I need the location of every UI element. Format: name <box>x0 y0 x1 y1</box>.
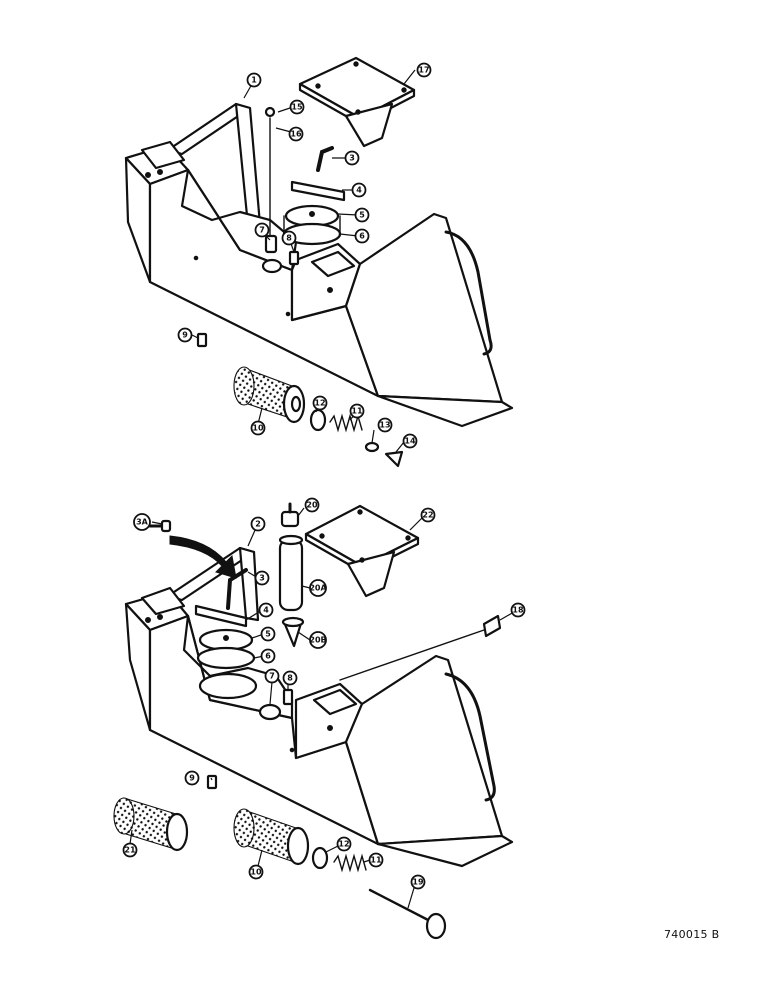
callout-17: 17 <box>416 62 432 78</box>
figure-reference-code: 740015 B <box>664 928 720 941</box>
callout-13: 13 <box>377 417 393 433</box>
callout-9: 9 <box>184 770 200 786</box>
callout-3: 3 <box>254 570 270 586</box>
filter-element-21 <box>113 797 189 852</box>
callout-label: 16 <box>290 130 302 139</box>
callout-label: 11 <box>351 407 363 416</box>
callout-11: 11 <box>368 852 384 868</box>
callout-label: 7 <box>269 672 275 681</box>
callout-10: 10 <box>248 864 264 880</box>
callout-19: 19 <box>410 874 426 890</box>
callout-7: 7 <box>254 222 270 238</box>
callout-11: 11 <box>349 403 365 419</box>
callout-3: 3 <box>344 150 360 166</box>
callout-label: 4 <box>356 186 362 195</box>
callout-6: 6 <box>354 228 370 244</box>
callout-label: 9 <box>189 774 195 783</box>
callout-22: 22 <box>420 507 436 523</box>
callout-label: 3 <box>259 574 265 583</box>
callout-label: 10 <box>250 868 262 877</box>
filter-element-bottom <box>233 808 329 870</box>
callout-label: 15 <box>291 103 303 112</box>
callout-12: 12 <box>336 836 352 852</box>
callout-15: 15 <box>289 99 305 115</box>
callout-label: 20A <box>309 584 327 593</box>
callout-label: 1 <box>251 76 257 85</box>
breather-assembly <box>278 502 305 648</box>
install-arrow <box>169 535 237 579</box>
callout-label: 14 <box>404 437 416 446</box>
callout-label: 11 <box>370 856 382 865</box>
callout-2: 2 <box>250 516 266 532</box>
spring-bottom <box>333 853 367 873</box>
callout-5: 5 <box>354 207 370 223</box>
bottom-assembly: 2 3 3A 4 5 6 7 8 9 10 11 12 18 19 20 20A… <box>113 497 526 940</box>
callout-3a: 3A <box>133 513 151 531</box>
callout-8: 8 <box>281 230 297 246</box>
callout-label: 12 <box>314 399 325 408</box>
callout-4: 4 <box>351 182 367 198</box>
callout-label: 4 <box>263 606 269 615</box>
callout-label: 10 <box>252 424 264 433</box>
callout-label: 5 <box>359 211 365 220</box>
callout-12: 12 <box>312 395 328 411</box>
callout-21: 21 <box>122 842 138 858</box>
callout-label: 22 <box>422 511 433 520</box>
cover-plate-top <box>298 56 416 148</box>
callout-label: 20 <box>306 501 318 510</box>
spring-top <box>329 413 363 433</box>
callout-6: 6 <box>260 648 276 664</box>
callout-label: 18 <box>512 606 524 615</box>
callout-7: 7 <box>264 668 280 684</box>
callout-label: 20B <box>309 636 326 645</box>
callout-16: 16 <box>288 126 304 142</box>
top-assembly: 1 3 4 5 6 7 8 9 10 11 12 13 14 15 16 17 <box>124 56 514 468</box>
callout-1: 1 <box>246 72 262 88</box>
callout-label: 2 <box>255 520 261 529</box>
callout-20: 20 <box>304 497 320 513</box>
callout-label: 19 <box>412 878 424 887</box>
callout-label: 17 <box>418 66 429 75</box>
callout-9: 9 <box>177 327 193 343</box>
callout-label: 3 <box>349 154 355 163</box>
callout-label: 6 <box>359 232 365 241</box>
callout-label: 5 <box>265 630 271 639</box>
callout-20b: 20B <box>309 631 327 649</box>
cover-plate-bottom <box>304 504 420 598</box>
callout-label: 6 <box>265 652 271 661</box>
callout-label: 3A <box>136 518 149 527</box>
washer-nut-top <box>364 441 404 468</box>
tank-body-top <box>124 102 514 428</box>
callout-8: 8 <box>282 670 298 686</box>
bolt-19 <box>368 888 447 940</box>
filler-parts-top <box>196 106 346 348</box>
callout-label: 8 <box>286 234 292 243</box>
filter-element-top <box>233 366 327 432</box>
callout-4: 4 <box>258 602 274 618</box>
callout-label: 8 <box>287 674 293 683</box>
callout-10: 10 <box>250 420 266 436</box>
callout-label: 12 <box>338 840 349 849</box>
callout-18: 18 <box>510 602 526 618</box>
filler-parts-bottom <box>148 519 502 790</box>
tank-body-bottom <box>124 546 514 868</box>
callout-20a: 20A <box>309 579 327 597</box>
callout-label: 13 <box>379 421 390 430</box>
callout-label: 9 <box>182 331 188 340</box>
callout-label: 21 <box>124 846 136 855</box>
callout-14: 14 <box>402 433 418 449</box>
callout-label: 7 <box>259 226 265 235</box>
callout-5: 5 <box>260 626 276 642</box>
